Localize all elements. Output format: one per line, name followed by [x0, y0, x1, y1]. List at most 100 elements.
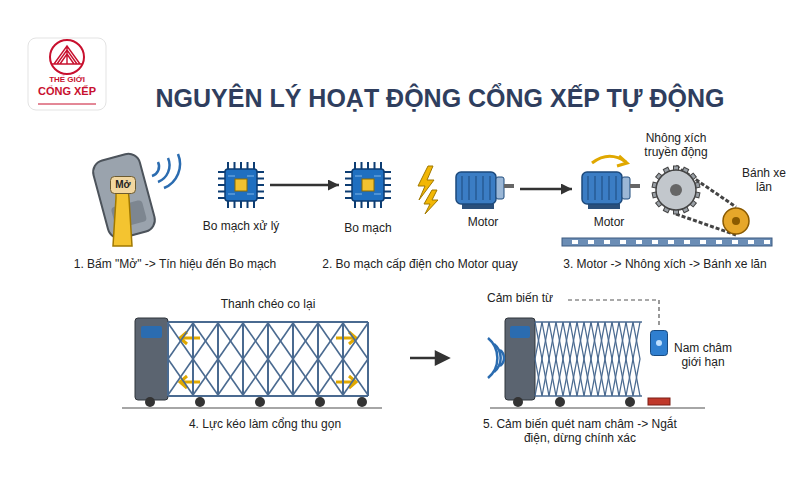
shape-part: [318, 359, 343, 395]
shape-part: [462, 176, 490, 200]
shape-part: [462, 176, 463, 200]
gate-wheels: [195, 397, 205, 407]
compressed-lattice: [549, 359, 556, 396]
step-caption: 4. Lực kéo làm cổng thu gọn: [150, 418, 380, 432]
compressed-lattice: [598, 359, 605, 396]
limit-magnet: Nam châm giới hạn: [648, 398, 670, 405]
shape-part: [168, 359, 193, 395]
shape-part: [268, 323, 293, 359]
logo: [28, 38, 106, 110]
gate-post: [135, 318, 168, 400]
compressed-lattice: [570, 359, 577, 396]
signal-waves: [488, 338, 497, 378]
compressed-lattice: [626, 322, 633, 359]
logo: [50, 40, 84, 74]
node-label: Nhông xích truyền động: [628, 132, 724, 160]
step-caption: 3. Motor -> Nhông xích -> Bánh xe lăn: [545, 258, 785, 272]
rail-hole: [668, 240, 674, 244]
gate-wheels: [357, 397, 367, 407]
shape-part: [318, 359, 343, 395]
compressed-lattice: [535, 359, 542, 396]
rail: [572, 240, 770, 244]
scissor-gate-shape: [168, 320, 368, 398]
remote-control: [113, 188, 132, 246]
shape-part: [343, 359, 368, 395]
compressed-lattice: [584, 322, 591, 359]
compressed-lattice: [570, 359, 577, 396]
compressed-lattice: [612, 322, 619, 359]
shape-part: [483, 176, 484, 200]
shape-part: [292, 322, 294, 396]
compressed-lattice: [626, 359, 633, 396]
node-label: Bánh xe lăn: [738, 167, 790, 195]
shape-part: [343, 323, 368, 359]
compressed-lattice: [549, 322, 556, 359]
shape-part: [268, 359, 293, 395]
shape-part: [168, 321, 368, 323]
shape-part: [732, 217, 740, 225]
compressed-lattice: [577, 322, 584, 359]
rail-hole: [620, 240, 626, 244]
step-caption: 2. Bo mạch cấp điện cho Motor quay: [300, 258, 540, 272]
compressed-lattice: [577, 322, 584, 359]
step-caption: 5. Cảm biến quét nam châm -> Ngắt điện, …: [480, 418, 680, 446]
shape-part: [243, 359, 268, 395]
shape-part: [293, 323, 318, 359]
shape-part: [168, 359, 193, 395]
step-arrow: [410, 352, 448, 364]
compressed-lattice: [591, 322, 598, 359]
shape-part: [168, 395, 368, 397]
shape-part: [293, 359, 318, 395]
rail: [562, 238, 772, 246]
shape-part: [476, 176, 477, 200]
compressed-lattice: [612, 359, 619, 396]
rail-hole: [700, 240, 706, 244]
remote-control: [152, 162, 159, 176]
gate-post: [141, 326, 162, 338]
compressed-lattice: [619, 359, 626, 396]
compressed-lattice: [577, 359, 584, 396]
rail-hole: [636, 240, 642, 244]
compressed-lattice: [619, 322, 626, 359]
motor: Motor: [578, 168, 640, 210]
shape-part: [345, 162, 391, 208]
compressed-lattice: [591, 359, 598, 396]
compressed-lattice: [535, 322, 542, 359]
shape-part: [609, 176, 610, 200]
lightning-symbol: [418, 166, 438, 214]
logo: [38, 104, 96, 105]
compressed-lattice: [619, 359, 626, 396]
compressed-lattice: [605, 359, 612, 396]
shape-part: [656, 170, 696, 210]
gate-post: [135, 318, 535, 400]
compressed-lattice: [605, 359, 612, 396]
remote-control: [164, 154, 180, 188]
shape-part: [228, 176, 254, 194]
shape-part: [651, 331, 668, 356]
rail-hole: [764, 240, 770, 244]
shape-part: [504, 184, 514, 188]
compressed-lattice: [612, 322, 619, 359]
rail-hole: [684, 240, 690, 244]
circuit-board-shape: [218, 162, 264, 208]
compressed-lattice: [605, 322, 612, 359]
shape-part: [167, 322, 169, 396]
shape-part: [588, 176, 616, 200]
rail-hole: [572, 240, 578, 244]
compressed-lattice: [619, 322, 626, 359]
compressed-lattice: [556, 359, 563, 396]
motor-shape: [578, 168, 640, 210]
gate-wheels: [513, 397, 523, 407]
roller-wheel: Bánh xe lăn: [722, 207, 750, 235]
flow-arrow: [520, 188, 572, 191]
shape-part: [193, 359, 218, 395]
compressed-lattice: [612, 359, 619, 396]
compressed-lattice: [570, 322, 577, 359]
shape-part: [469, 176, 470, 200]
gate-wheels: [145, 397, 635, 407]
compressed-lattice: [591, 322, 598, 359]
shape-part: [318, 323, 343, 359]
shape-part: [318, 323, 343, 359]
